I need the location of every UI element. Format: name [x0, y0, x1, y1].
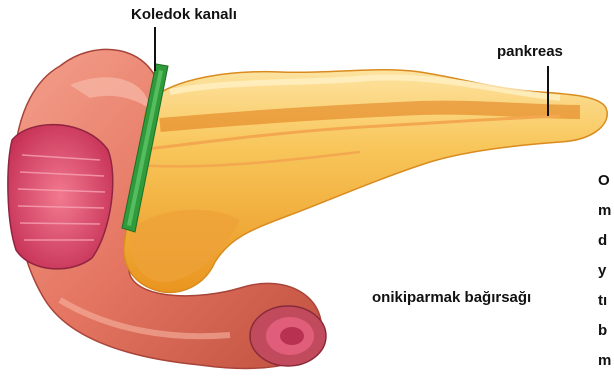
bile-duct-label: Koledok kanalı: [131, 7, 237, 22]
side-text-line: m: [598, 196, 614, 226]
duodenum-cut-section: [8, 125, 113, 269]
side-text-line: m: [598, 346, 614, 376]
side-text-line: O: [598, 166, 614, 196]
cropped-side-text: O m d y tı b m: [598, 166, 614, 376]
side-text-line: d: [598, 226, 614, 256]
bile-duct-leader-line: [154, 27, 156, 71]
side-text-line: y: [598, 256, 614, 286]
side-text-line: b: [598, 316, 614, 346]
pancreas: [124, 70, 607, 293]
duodenum-label: onikiparmak bağırsağı: [372, 290, 531, 305]
pancreas-label: pankreas: [497, 44, 563, 59]
pancreas-leader-line: [547, 66, 549, 116]
side-text-line: tı: [598, 286, 614, 316]
duodenum-opening: [250, 306, 326, 366]
